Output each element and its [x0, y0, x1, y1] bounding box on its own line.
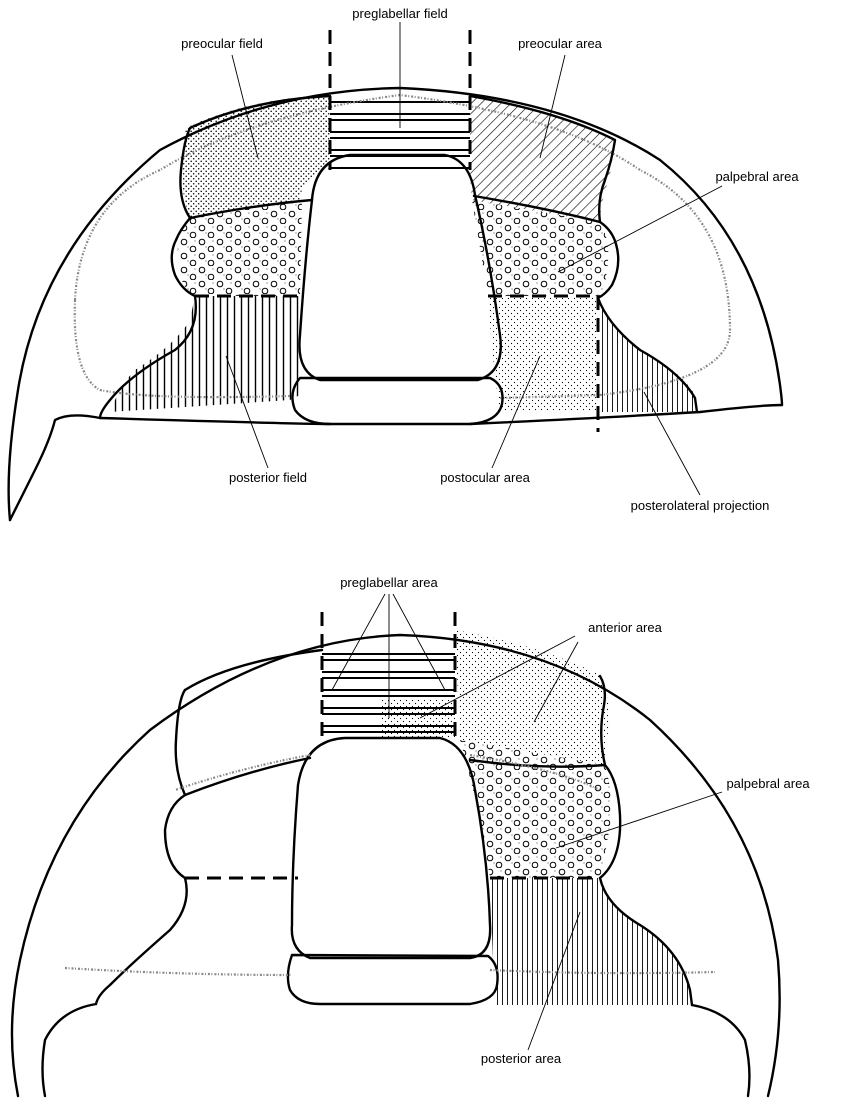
- cephalon-bottom-figure: preglabellar area anterior area palpebra…: [12, 575, 810, 1096]
- preocular-area-region: [470, 95, 615, 222]
- label-preglabellar-area: preglabellar area: [340, 575, 438, 590]
- label-palpebral-area-bottom: palpebral area: [726, 776, 810, 791]
- label-preglabellar-field: preglabellar field: [352, 6, 447, 21]
- label-palpebral-area-top: palpebral area: [715, 169, 799, 184]
- label-posterolateral-projection: posterolateral projection: [631, 498, 770, 513]
- label-preocular-field: preocular field: [181, 36, 263, 51]
- facial-suture-bottom-left: [175, 755, 310, 790]
- border-furrow-bottom-left: [65, 968, 292, 975]
- glabella-top: [299, 155, 500, 380]
- label-anterior-area: anterior area: [588, 620, 662, 635]
- posterior-outline-left-bottom: [96, 878, 187, 1004]
- fixigena-left-bottom: [176, 690, 310, 795]
- genal-spine-left-top: [10, 415, 330, 520]
- posterior-margin-bottom-left: [43, 1004, 97, 1096]
- label-postocular-area: postocular area: [440, 470, 530, 485]
- occipital-ring-bottom: [288, 955, 498, 1004]
- label-posterior-area: posterior area: [481, 1051, 562, 1066]
- eye-lobe-left-bottom: [165, 795, 185, 878]
- label-preocular-area: preocular area: [518, 36, 603, 51]
- occipital-ring-top: [292, 378, 502, 424]
- posterior-margin-bottom-right: [692, 1005, 749, 1096]
- label-posterior-field: posterior field: [229, 470, 307, 485]
- cephalon-top-figure: preglabellar field preocular field preoc…: [9, 6, 800, 520]
- glabella-bottom: [292, 738, 490, 958]
